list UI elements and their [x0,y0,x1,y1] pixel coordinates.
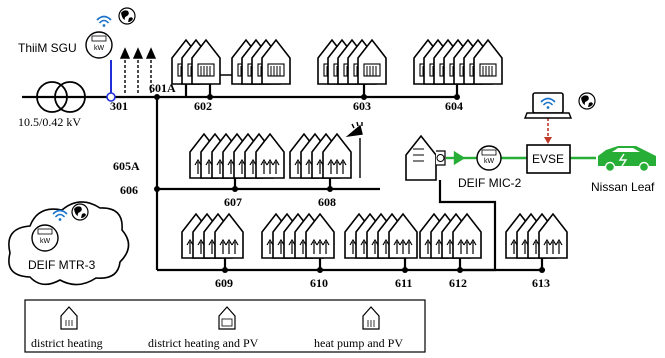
nissan-label: Nissan Leaf [591,180,655,194]
evse-box: EVSE [526,144,571,174]
node-601a: 601A [149,81,176,95]
svg-text:EVSE: EVSE [532,152,564,166]
node-605a: 605A [113,159,140,173]
house-group-604 [413,39,503,85]
svg-text:kW: kW [484,158,495,165]
thiim-label: ThiiM SGU [18,41,77,55]
globe-icon [118,7,136,25]
house-group-611 [344,213,418,259]
wifi-icon [96,15,112,28]
svg-text:kW: kW [94,45,105,52]
pv-panel-icon [345,121,363,178]
deif-mtr-label: DEIF MTR-3 [28,258,96,272]
node-610: 610 [310,276,328,290]
legend-district-heating-pv: district heating and PV [148,336,259,350]
house-group-612 [419,213,482,259]
meter-icon-mtr: kW [31,224,59,252]
globe-icon [71,203,89,221]
junction-dots [154,94,545,273]
node-613: 613 [532,276,550,290]
ev-charger-icon [436,150,446,166]
house-group-603 [317,39,387,85]
house-group-602b [231,39,291,85]
transformer-icon [36,81,86,113]
node-607: 607 [224,195,242,209]
node-602: 602 [194,99,212,113]
legend-heat-pump-pv: heat pump and PV [314,336,403,350]
legend-dh-icon [60,306,78,330]
meter-icon-mic: kW [476,145,502,171]
legend-district-heating: district heating [31,336,103,350]
node-608: 608 [318,195,336,209]
legend-hp-icon [362,306,380,330]
node-611: 611 [395,276,412,290]
laptop-icon [523,92,573,119]
transformer-label: 10.5/0.42 kV [18,115,81,129]
ev-power-line [446,150,596,166]
node-609: 609 [215,276,233,290]
node-301: 301 [110,99,128,113]
node-612: 612 [449,276,467,290]
meter-icon-thiim: kW [85,31,113,59]
legend-dhpv-icon [218,306,236,330]
node-606: 606 [120,183,138,197]
node-604: 604 [445,99,463,113]
node-603: 603 [353,99,371,113]
house-group-608 [289,133,352,179]
car-icon [598,146,656,173]
ev-branch [438,180,497,272]
svg-text:kW: kW [40,238,51,245]
house-group-610 [261,213,335,259]
ev-house-icon [405,134,437,181]
cloud-icon [8,201,130,286]
house-group-602a [171,39,221,85]
globe-icon [578,92,596,110]
house-group-607 [189,133,285,179]
house-group-613 [505,213,568,259]
measurement-arrows [119,47,157,93]
legend: district heating district heating and PV… [24,299,426,353]
deif-mic-label: DEIF MIC-2 [458,176,522,190]
house-group-609 [181,213,244,259]
data-link [544,118,552,144]
